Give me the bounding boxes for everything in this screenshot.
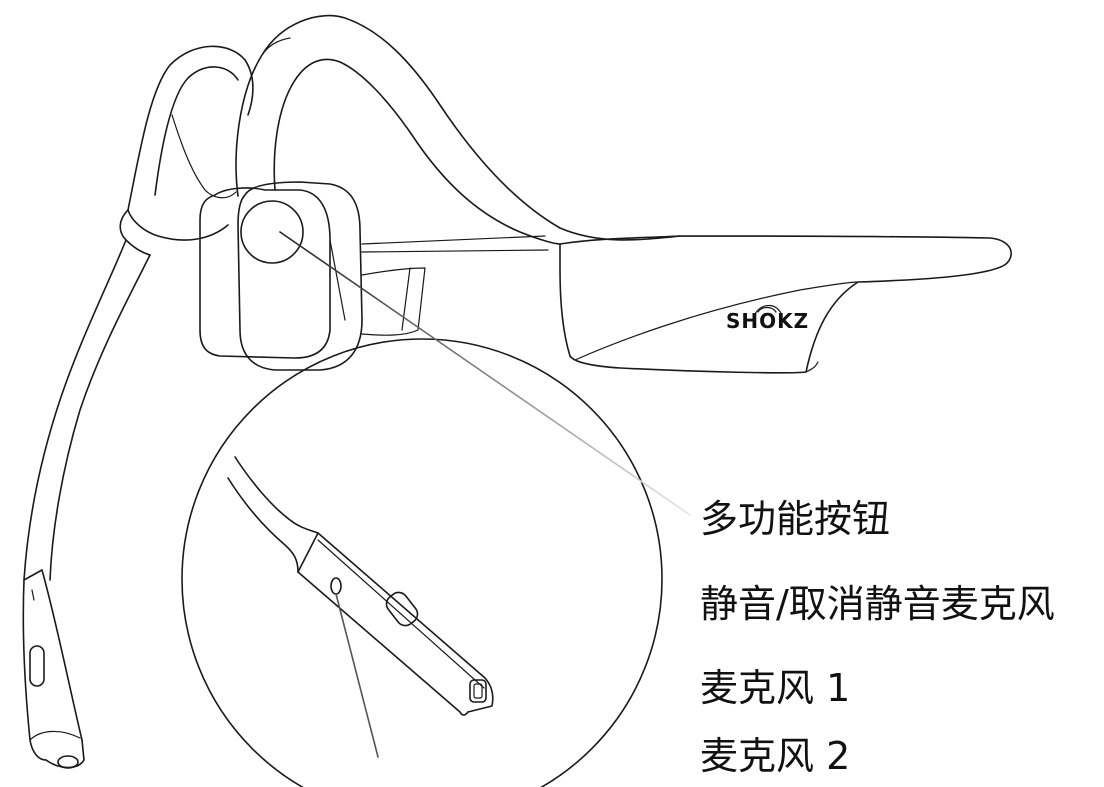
callout-mute-button: 静音/取消静音麦克风 [700, 582, 1055, 626]
multifunction-button-shape [240, 200, 304, 264]
callout-mic-2: 麦克风 2 [700, 734, 851, 778]
mic-2-port [330, 577, 342, 595]
callout-multifunction-button: 多功能按钮 [700, 497, 891, 541]
brand-logo: SHOKZ [726, 309, 809, 333]
leader-lines [279, 231, 693, 758]
mute-button-shape-small [29, 645, 45, 687]
mic-1-port-small [57, 755, 79, 769]
leader-mic-2-a [335, 593, 379, 758]
boom-mic-arm [22, 209, 151, 769]
callout-mic-1: 麦克风 1 [700, 666, 851, 710]
battery-housing: SHOKZ [361, 235, 1012, 374]
zoom-inset [181, 338, 663, 787]
leader-multifunction-button [279, 231, 691, 516]
transducer-housing [199, 181, 426, 371]
main-ear-hook [235, 14, 681, 245]
mic-1-port [469, 679, 487, 703]
rear-ear-hook [127, 45, 254, 241]
